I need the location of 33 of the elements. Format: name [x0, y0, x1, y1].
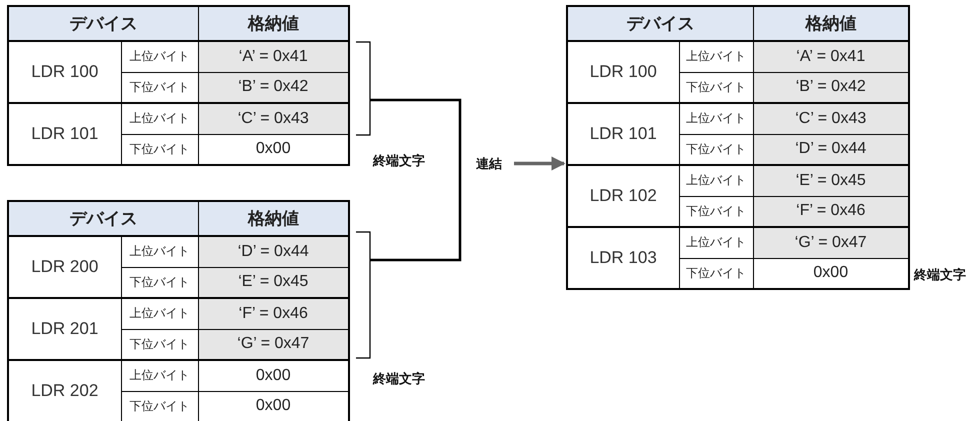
- header-cell: デバイス: [567, 6, 753, 41]
- header-cell: 格納値: [753, 6, 909, 41]
- header-cell: 格納値: [198, 6, 349, 41]
- value-cell: ‘F’ = 0x46: [753, 196, 909, 227]
- value-cell: ‘C’ = 0x43: [198, 103, 349, 134]
- bare-label: 連結: [476, 156, 502, 171]
- device-cell: LDR 202: [8, 360, 121, 421]
- value-cell: ‘A’ = 0x41: [753, 41, 909, 72]
- device-cell: LDR 101: [567, 103, 679, 165]
- byte-cell: 上位バイト: [121, 360, 198, 391]
- value-cell: ‘E’ = 0x45: [753, 165, 909, 196]
- device-cell: LDR 101: [8, 103, 121, 165]
- annotation-label: 終端文字: [373, 370, 425, 388]
- value-cell: ‘D’ = 0x44: [753, 134, 909, 165]
- value-cell: ‘G’ = 0x47: [753, 227, 909, 258]
- annotation-label: 終端文字: [373, 152, 425, 170]
- value-cell: ‘G’ = 0x47: [198, 329, 349, 360]
- header-cell: デバイス: [8, 6, 198, 41]
- device-cell: LDR 102: [567, 165, 679, 227]
- value-cell: ‘B’ = 0x42: [198, 72, 349, 103]
- device-cell: LDR 201: [8, 298, 121, 360]
- arrow: [514, 156, 566, 170]
- value-cell: ‘E’ = 0x45: [198, 267, 349, 298]
- value-cell: ‘D’ = 0x44: [198, 236, 349, 267]
- annotation-label: 終端文字: [914, 266, 966, 284]
- value-cell: ‘A’ = 0x41: [198, 41, 349, 72]
- value-cell: 0x00: [198, 360, 349, 391]
- header-cell: 格納値: [198, 201, 349, 236]
- device-cell: LDR 103: [567, 227, 679, 289]
- value-cell: ‘F’ = 0x46: [198, 298, 349, 329]
- header-cell: デバイス: [8, 201, 198, 236]
- value-cell: ‘C’ = 0x43: [753, 103, 909, 134]
- value-cell: ‘B’ = 0x42: [753, 72, 909, 103]
